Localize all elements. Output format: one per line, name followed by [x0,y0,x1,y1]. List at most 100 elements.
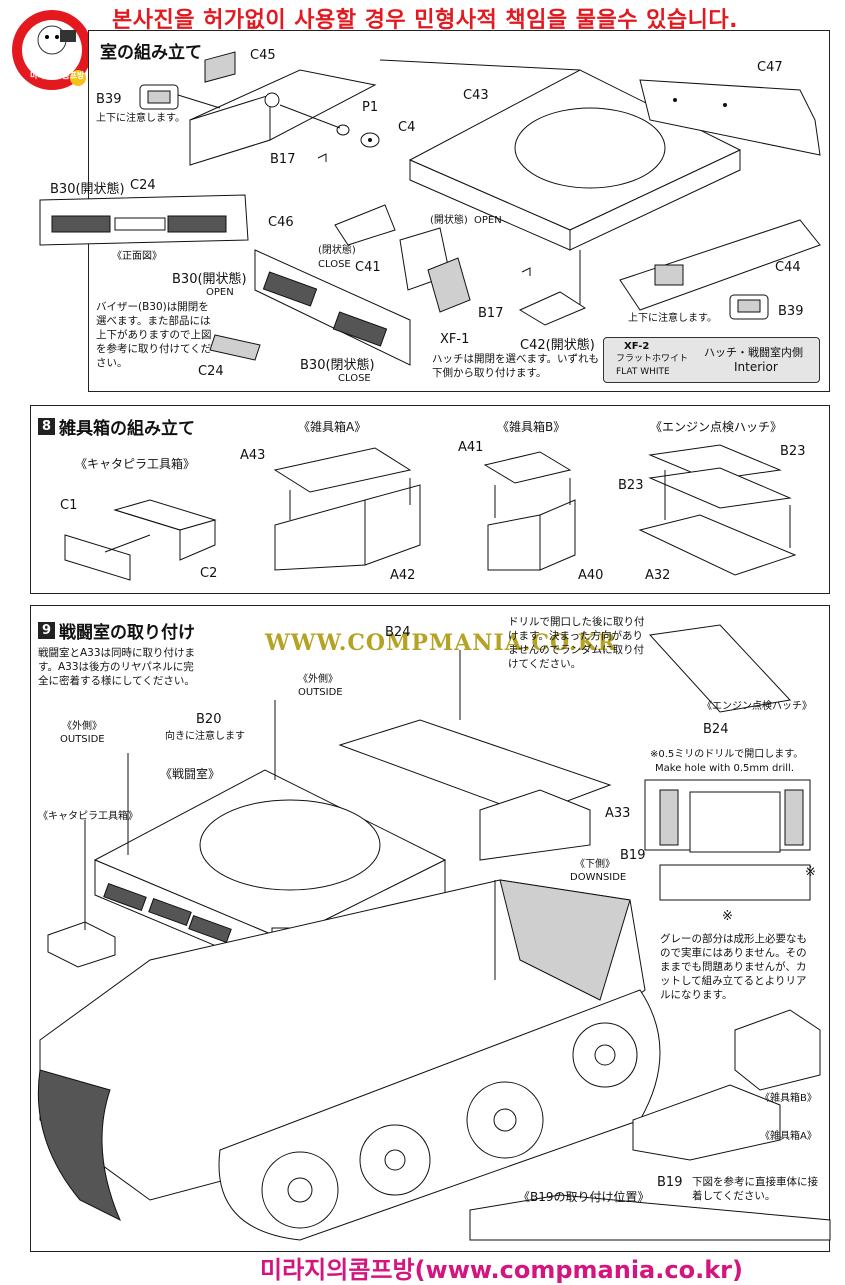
part-engine-hatch [648,624,791,713]
part-c47 [639,79,821,156]
label-b23-right: B23 [780,444,806,459]
label-b30-open-en: OPEN [206,287,234,298]
legend-title-en: Interior [734,360,778,374]
note-b39-left: 上下に注意します。 [96,113,185,124]
label-a33: A33 [605,806,631,821]
label-b30-open: B30(開状態) [172,272,247,287]
step8-box-b-title: 《雑具箱B》 [497,420,566,434]
step8-title: 8 雑具箱の組み立て [38,414,195,439]
site-watermark: WWW.COMPMANIA.CO.KR [265,630,617,656]
copyright-banner: 본사진을 허가없이 사용할 경우 민형사적 책임을 물을수 있습니다. [112,8,738,33]
part-a41 [483,451,572,484]
label-track-box: 《キャタピラ工具箱》 [38,811,138,822]
label-a41: A41 [458,440,484,455]
label-downside-en: DOWNSIDE [570,872,627,883]
label-b24-top: B24 [385,625,411,640]
step9-number: 9 [38,622,55,639]
label-box-a: 《雑具箱A》 [760,1131,817,1142]
part-c24 [209,334,261,361]
site-logo: 미라지의 콤프방 [8,0,98,100]
legend-title-jp: ハッチ・戦闘室内側 [704,346,803,359]
part-xf1 [427,257,471,313]
label-b17-bottom: B17 [478,306,504,321]
part-box-a [632,1084,781,1161]
site-footer: 미라지의콤프방(www.compmania.co.kr) [260,1256,743,1284]
label-xf1: XF-1 [440,332,470,347]
label-p1: P1 [362,100,379,115]
label-outside-top: 《外側》 [298,674,338,685]
label-close-c41: (閉状態) [318,245,356,256]
visor-note: バイザー(B30)は開閉を選べます。また部品には上下がありますので上図を参考に取… [96,301,212,369]
part-a33 [338,719,612,816]
step9-title: 9 戦闘室の取り付け [38,618,195,643]
label-c1: C1 [60,498,78,513]
step8-engine-hatch-title: 《エンジン点検ハッチ》 [650,420,783,434]
part-a43 [273,447,412,493]
note-b20: 向きに注意します [165,731,245,742]
label-box-b: 《雑具箱B》 [760,1093,817,1104]
b19-note: 下図を参考に直接車体に接着してください。 [692,1176,818,1202]
grey-note: グレーの部分は成形上必要なもので実車にはありません。そのままでも問題ありませんが… [660,933,807,1001]
step8-title-text: 雑具箱の組み立て [59,419,195,439]
step7-drawing [39,51,821,366]
label-a32: A32 [645,568,671,583]
part-c41 [334,204,396,246]
label-c42: C42(開状態) [520,338,595,353]
step9-title-text: 戦闘室の取り付け [59,623,195,643]
label-b24-right: B24 [703,722,729,737]
label-b30-close-en: CLOSE [338,373,371,384]
paint-legend: XF-2 フラットホワイト FLAT WHITE ハッチ・戦闘室内側 Inter… [603,337,820,383]
note-b39-right: 上下に注意します。 [628,313,717,324]
label-c47: C47 [757,60,783,75]
step8-number: 8 [38,418,55,435]
part-track-box [47,921,116,968]
step8-box-a-title: 《雑具箱A》 [298,420,367,434]
paint-name-jp: フラットホワイト [616,354,689,364]
label-outside-left: 《外側》 [62,721,102,732]
label-downside: 《下側》 [575,859,615,870]
step9-intro: 戦闘室とA33は同時に取り付けます。A33は後方のリヤパネルに完全に密着する様に… [38,647,196,687]
label-b19: B19 [620,848,646,863]
paint-name-en: FLAT WHITE [616,367,670,377]
label-b23-left: B23 [618,478,644,493]
label-c46: C46 [268,215,294,230]
track-left [37,1069,121,1222]
step8-drawing [64,444,797,581]
hatch-note: ハッチは開閉を選べます。いずれも下側から取り付けます。 [432,353,599,379]
label-b17-top: B17 [270,152,296,167]
logo-graphic [12,10,92,90]
part-box-b [734,1009,821,1091]
part-b23-top [648,444,782,481]
label-fighting-room: 《戦闘室》 [160,767,221,781]
step7-title: 室の組み立て [100,43,202,63]
label-c41: C41 [355,260,381,275]
label-b20: B20 [196,712,222,727]
label-c2: C2 [200,566,218,581]
label-c44: C44 [775,260,801,275]
label-outside-left-en: OUTSIDE [60,734,105,745]
label-close-c41-en: CLOSE [318,259,351,270]
part-b23-bottom [648,467,792,509]
label-a43: A43 [240,448,266,463]
part-c44 [619,219,821,311]
label-a40: A40 [578,568,604,583]
label-b39-right: B39 [778,304,804,319]
part-c1 [64,534,131,581]
drill-note: ドリルで開口した後に取り付けます。決まった方向がありませんのでランダムに取り付け… [508,616,645,670]
label-engine-hatch: 《エンジン点検ハッチ》 [702,701,812,712]
drill-note-en: Make hole with 0.5mm drill. [655,763,795,774]
label-b39-left: B39 [96,92,122,107]
drill-note-jp: ※0.5ミリのドリルで開口します。 [650,749,804,760]
label-open-hatch-en: OPEN [474,215,502,226]
label-a42: A42 [390,568,416,583]
part-c42 [518,291,587,326]
part-a32 [638,514,797,576]
paint-code: XF-2 [624,341,650,352]
label-b30-top: B30(開状態) [50,182,125,197]
label-c4: C4 [398,120,416,135]
step8-track-box-title: 《キャタピラ工具箱》 [75,457,196,471]
step8-panel [30,405,830,594]
label-b19-bottom: B19 [657,1175,683,1190]
label-open-hatch: (開状態) [430,215,468,226]
